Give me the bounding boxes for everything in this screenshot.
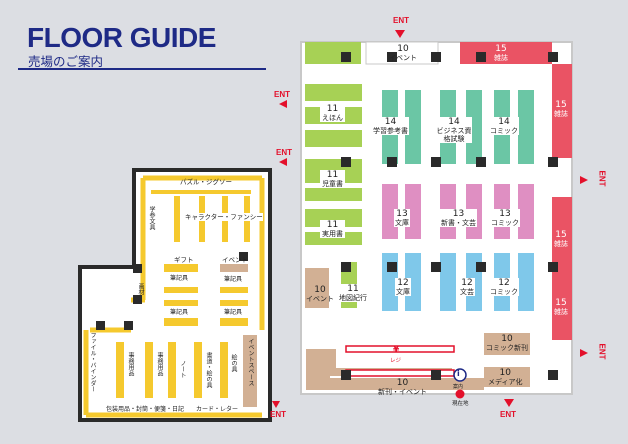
label-hikki-2: 筆記具 — [224, 276, 243, 283]
label-hikki-4: 筆記具 — [224, 309, 243, 316]
entrance-arrow-icon — [504, 399, 514, 407]
entrance-arrow-icon — [395, 30, 405, 38]
label-puzzle: パズル・ジグソー — [180, 178, 232, 186]
register-yen-icon: ¥ — [393, 345, 400, 355]
right-floor — [300, 41, 573, 395]
title-underline — [18, 68, 266, 70]
entrance-arrow-icon — [279, 100, 287, 108]
info-label: 案内 — [453, 384, 464, 390]
register-label: レジ — [390, 358, 402, 364]
info-symbol: i — [457, 369, 460, 378]
label-note: ノート — [179, 360, 186, 378]
shelf — [174, 196, 180, 242]
entrance-arrow-icon — [580, 176, 588, 184]
label-file: ファイル・バインダー — [89, 332, 96, 392]
label-shoseki: 画材 — [137, 283, 144, 295]
info-icon — [453, 368, 467, 382]
entrance-label-bottom: ENT — [500, 410, 516, 419]
label-jimu-1: 事務用品 — [127, 352, 134, 376]
label-event-space: イベントスペース — [247, 338, 254, 386]
left-floor — [78, 168, 272, 422]
entrance-arrow-icon — [279, 158, 287, 166]
page-title: FLOOR GUIDE — [27, 22, 216, 53]
entrance-label-right-1: ENT — [597, 170, 607, 187]
you-are-here-label: 現在地 — [452, 401, 469, 407]
label-character: キャラクター・ファンシー — [185, 213, 263, 221]
entrance-label-top: ENT — [393, 16, 409, 25]
label-housou: 包装用品・封筒・便箋・日記 — [106, 406, 185, 413]
entrance-label-left-2: ENT — [276, 148, 292, 157]
label-jimu-2: 事務用品 — [156, 352, 163, 376]
label-shodo: 絵の具 — [230, 354, 237, 372]
label-gift: ギフト — [174, 256, 194, 264]
entrance-label-right-2: ENT — [597, 343, 607, 360]
label-event: イベント — [222, 256, 248, 264]
you-are-here-icon — [455, 389, 465, 399]
label-hikki-1: 筆記具 — [170, 275, 189, 282]
entrance-arrow-icon — [580, 349, 588, 357]
page-subtitle: 売場のご案内 — [28, 54, 104, 69]
entrance-arrow-icon — [272, 401, 280, 408]
entrance-label-left-floor: ENT — [270, 410, 286, 419]
label-hikki-3: 筆記具 — [170, 309, 189, 316]
label-card: カード・レター — [196, 406, 239, 413]
label-gakusyu: 学参文具 — [148, 206, 155, 230]
entrance-label-left-1: ENT — [274, 90, 290, 99]
label-note-jimu: 書道・絵の具 — [205, 352, 212, 388]
